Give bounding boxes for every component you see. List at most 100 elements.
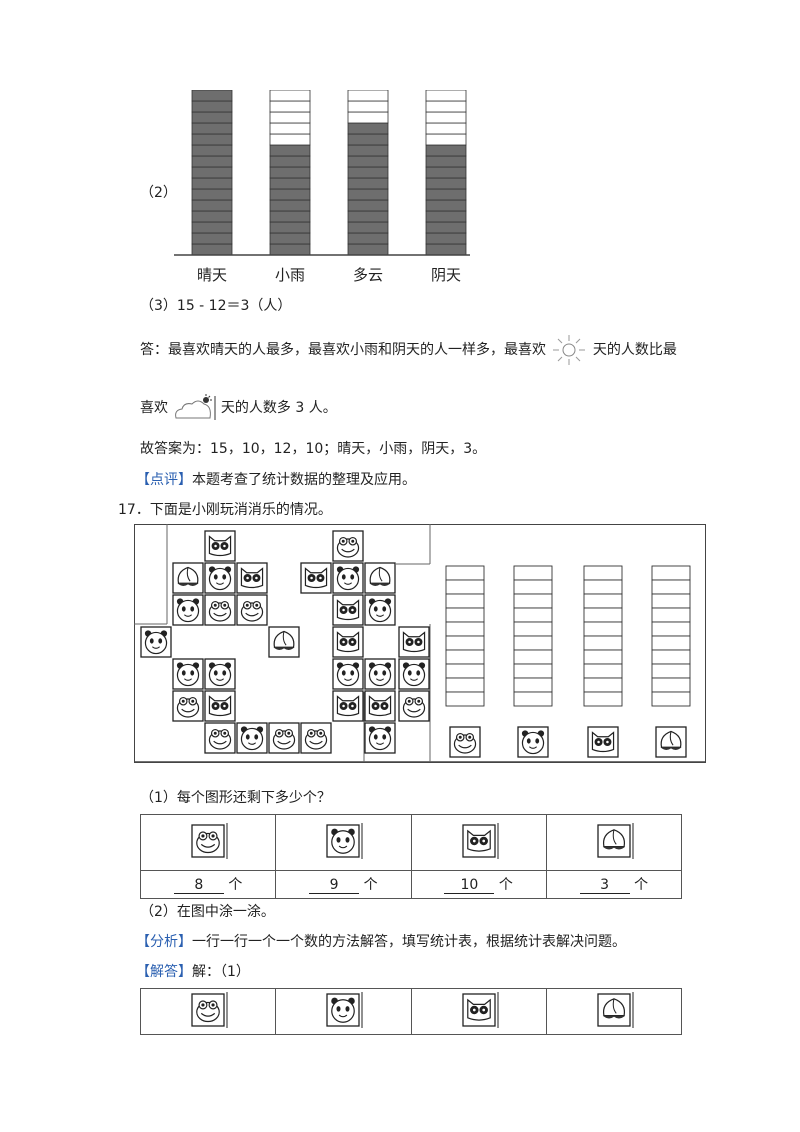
bar-unit-filled <box>269 166 311 179</box>
bar-unit-filled <box>191 100 233 113</box>
bar-unit-filled <box>347 144 389 157</box>
bar-unit-filled <box>269 155 311 168</box>
bar-unit-empty <box>269 100 311 113</box>
solution-text: 解：（1） <box>192 964 250 980</box>
tally-cell <box>445 677 485 693</box>
answer-line2: 喜欢 天的人数多 3 人。 <box>140 394 337 420</box>
tally-cell <box>513 621 553 637</box>
frog-icon <box>268 722 300 754</box>
owl-icon <box>236 562 268 594</box>
tally-cell <box>445 621 485 637</box>
bar-unit-filled <box>347 210 389 223</box>
tally-cell <box>651 565 691 581</box>
sun-icon <box>553 335 586 365</box>
owl-icon <box>332 594 364 626</box>
part3-equation: （3）15 - 12＝3（人） <box>140 298 292 314</box>
answer-text-c: 喜欢 <box>140 400 168 416</box>
bar-unit-empty <box>347 100 389 113</box>
bar-unit-filled <box>347 166 389 179</box>
tally-cell <box>651 677 691 693</box>
bar-unit-filled <box>425 243 467 256</box>
panda-icon <box>332 562 364 594</box>
frog-icon <box>191 991 228 1028</box>
panda-icon <box>236 722 268 754</box>
tally-cell <box>445 649 485 665</box>
q17-sub1: （1）每个图形还剩下多少个？ <box>140 790 331 806</box>
frog-icon <box>332 530 364 562</box>
bar-阴天 <box>425 90 467 256</box>
bar-unit-filled <box>425 166 467 179</box>
panda-icon <box>364 594 396 626</box>
frog-icon <box>398 690 430 722</box>
frog-icon <box>449 726 481 758</box>
peach-icon <box>597 822 634 859</box>
tally-cell <box>513 691 553 707</box>
panda-icon <box>140 626 172 658</box>
bar-unit-empty <box>425 90 467 102</box>
bar-unit-empty <box>269 90 311 102</box>
owl-icon <box>204 690 236 722</box>
bar-unit-filled <box>191 232 233 245</box>
owl-icon <box>398 626 430 658</box>
peach-icon <box>597 991 634 1028</box>
count-cell: 3 个 <box>545 870 683 899</box>
bar-unit-empty <box>269 133 311 146</box>
owl-icon <box>461 991 499 1028</box>
tally-cell <box>445 691 485 707</box>
peach-icon <box>655 726 687 758</box>
tally-column-panda-icon <box>513 565 553 707</box>
cell-owl <box>410 988 547 1035</box>
bar-unit-filled <box>269 221 311 234</box>
tally-cell <box>651 663 691 679</box>
tally-cell <box>583 579 623 595</box>
tally-cell <box>583 621 623 637</box>
comment-text: 本题考查了统计数据的整理及应用。 <box>192 472 416 488</box>
owl-icon <box>461 822 499 859</box>
bar-unit-filled <box>191 155 233 168</box>
owl-icon <box>364 690 396 722</box>
q17-sub2: （2）在图中涂一涂。 <box>140 904 275 920</box>
tally-cell <box>513 565 553 581</box>
solution-table <box>139 988 683 1035</box>
tally-cell <box>445 635 485 651</box>
tally-column-owl-icon <box>583 565 623 707</box>
tally-cell <box>513 663 553 679</box>
tally-cell <box>445 607 485 623</box>
analysis-tag: 【分析】 <box>136 934 192 950</box>
bar-unit-filled <box>347 122 389 135</box>
bar-unit-filled <box>425 177 467 190</box>
bar-unit-filled <box>269 243 311 256</box>
peach-icon <box>172 562 204 594</box>
tally-cell <box>513 649 553 665</box>
bar-unit-filled <box>269 210 311 223</box>
bar-unit-filled <box>425 155 467 168</box>
tally-cell <box>445 593 485 609</box>
bar-unit-filled <box>347 188 389 201</box>
bar-unit-filled <box>425 188 467 201</box>
panda-icon <box>172 658 204 690</box>
bar-unit-filled <box>347 155 389 168</box>
answer-text-a: 答：最喜欢晴天的人最多，最喜欢小雨和阴天的人一样多，最喜欢 <box>140 342 546 358</box>
count-row: 8 个 9 个 10 个 3 个 <box>139 870 683 899</box>
bar-unit-filled <box>191 188 233 201</box>
bar-unit-filled <box>191 90 233 102</box>
tally-cell <box>583 593 623 609</box>
bar-unit-filled <box>269 144 311 157</box>
bar-unit-empty <box>347 90 389 102</box>
bar-unit-filled <box>191 221 233 234</box>
cell-frog <box>139 988 277 1035</box>
bar-unit-empty <box>425 100 467 113</box>
bar-unit-empty <box>425 111 467 124</box>
frog-icon <box>204 722 236 754</box>
tally-cell <box>583 677 623 693</box>
bar-unit-filled <box>347 133 389 146</box>
tally-cell <box>583 635 623 651</box>
tally-cell <box>583 663 623 679</box>
tally-cell <box>583 691 623 707</box>
analysis-line: 【分析】一行一行一个一个数的方法解答，填写统计表，根据统计表解决问题。 <box>136 932 626 952</box>
cell-panda <box>275 814 412 871</box>
owl-icon <box>332 626 364 658</box>
answer-text-d: 天的人数多 3 人。 <box>220 400 337 416</box>
frog-icon <box>204 594 236 626</box>
x-tick-label: 小雨 <box>275 266 305 284</box>
